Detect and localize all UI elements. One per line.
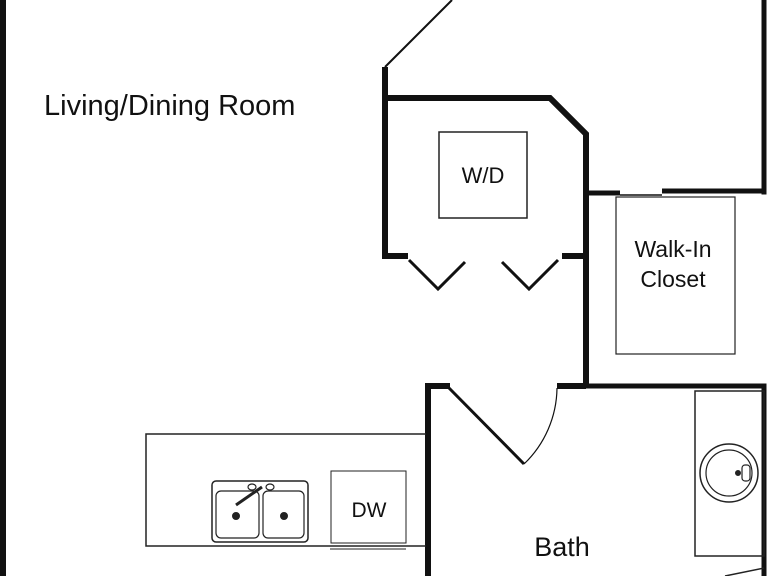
bath-toilet-hint [724, 567, 765, 577]
kitchen-sink [211, 480, 309, 543]
laundry-closet-walls [382, 95, 589, 386]
angled-wall-segment [384, 0, 453, 68]
dishwasher-label: DW [352, 499, 387, 522]
closet-label-line2: Closet [640, 266, 706, 292]
bifold-door-left [407, 258, 467, 292]
angled-wall-top [382, 0, 453, 100]
bath-sink-drain [735, 470, 741, 476]
kitchen-sink-left-basin [215, 490, 260, 539]
bath-door-swing-arc [523, 387, 558, 465]
laundry-wall [382, 100, 408, 259]
kitchen-counter [145, 433, 426, 550]
kitchen-faucet-handle-right [265, 483, 275, 491]
washer-dryer-label: W/D [462, 163, 505, 188]
kitchen-counter-outline [145, 433, 426, 547]
kitchen-sink-right-basin [262, 490, 305, 539]
laundry-wall-top [385, 95, 589, 259]
laundry-bifold-doors [407, 258, 560, 292]
bath-sink-basin-outer [699, 443, 759, 503]
bath-door [447, 386, 558, 466]
kitchen-faucet-spout [235, 485, 263, 507]
kitchen-sink-frame [211, 480, 309, 543]
bath-sink-faucet [741, 464, 751, 482]
dishwasher [330, 470, 407, 544]
bifold-door-right [500, 258, 560, 292]
bath-vanity [694, 390, 765, 557]
bath-wall-left-top [425, 383, 450, 576]
walk-in-closet-walls [586, 188, 766, 389]
bath-walls [425, 383, 586, 576]
kitchen-sink-left-drain [232, 512, 240, 520]
bath-sink [699, 443, 759, 503]
bath-label: Bath [534, 532, 590, 562]
kitchen-sink-right-drain [280, 512, 288, 520]
closet-shelf [615, 196, 736, 355]
kitchen-faucet-handle-left [247, 483, 257, 491]
bath-door-leaf [447, 386, 526, 466]
washer-dryer [438, 131, 528, 219]
bath-sink-basin-inner [705, 449, 753, 497]
closet-label-line1: Walk-In [634, 236, 711, 262]
living-dining-room-label: Living/Dining Room [44, 90, 295, 122]
